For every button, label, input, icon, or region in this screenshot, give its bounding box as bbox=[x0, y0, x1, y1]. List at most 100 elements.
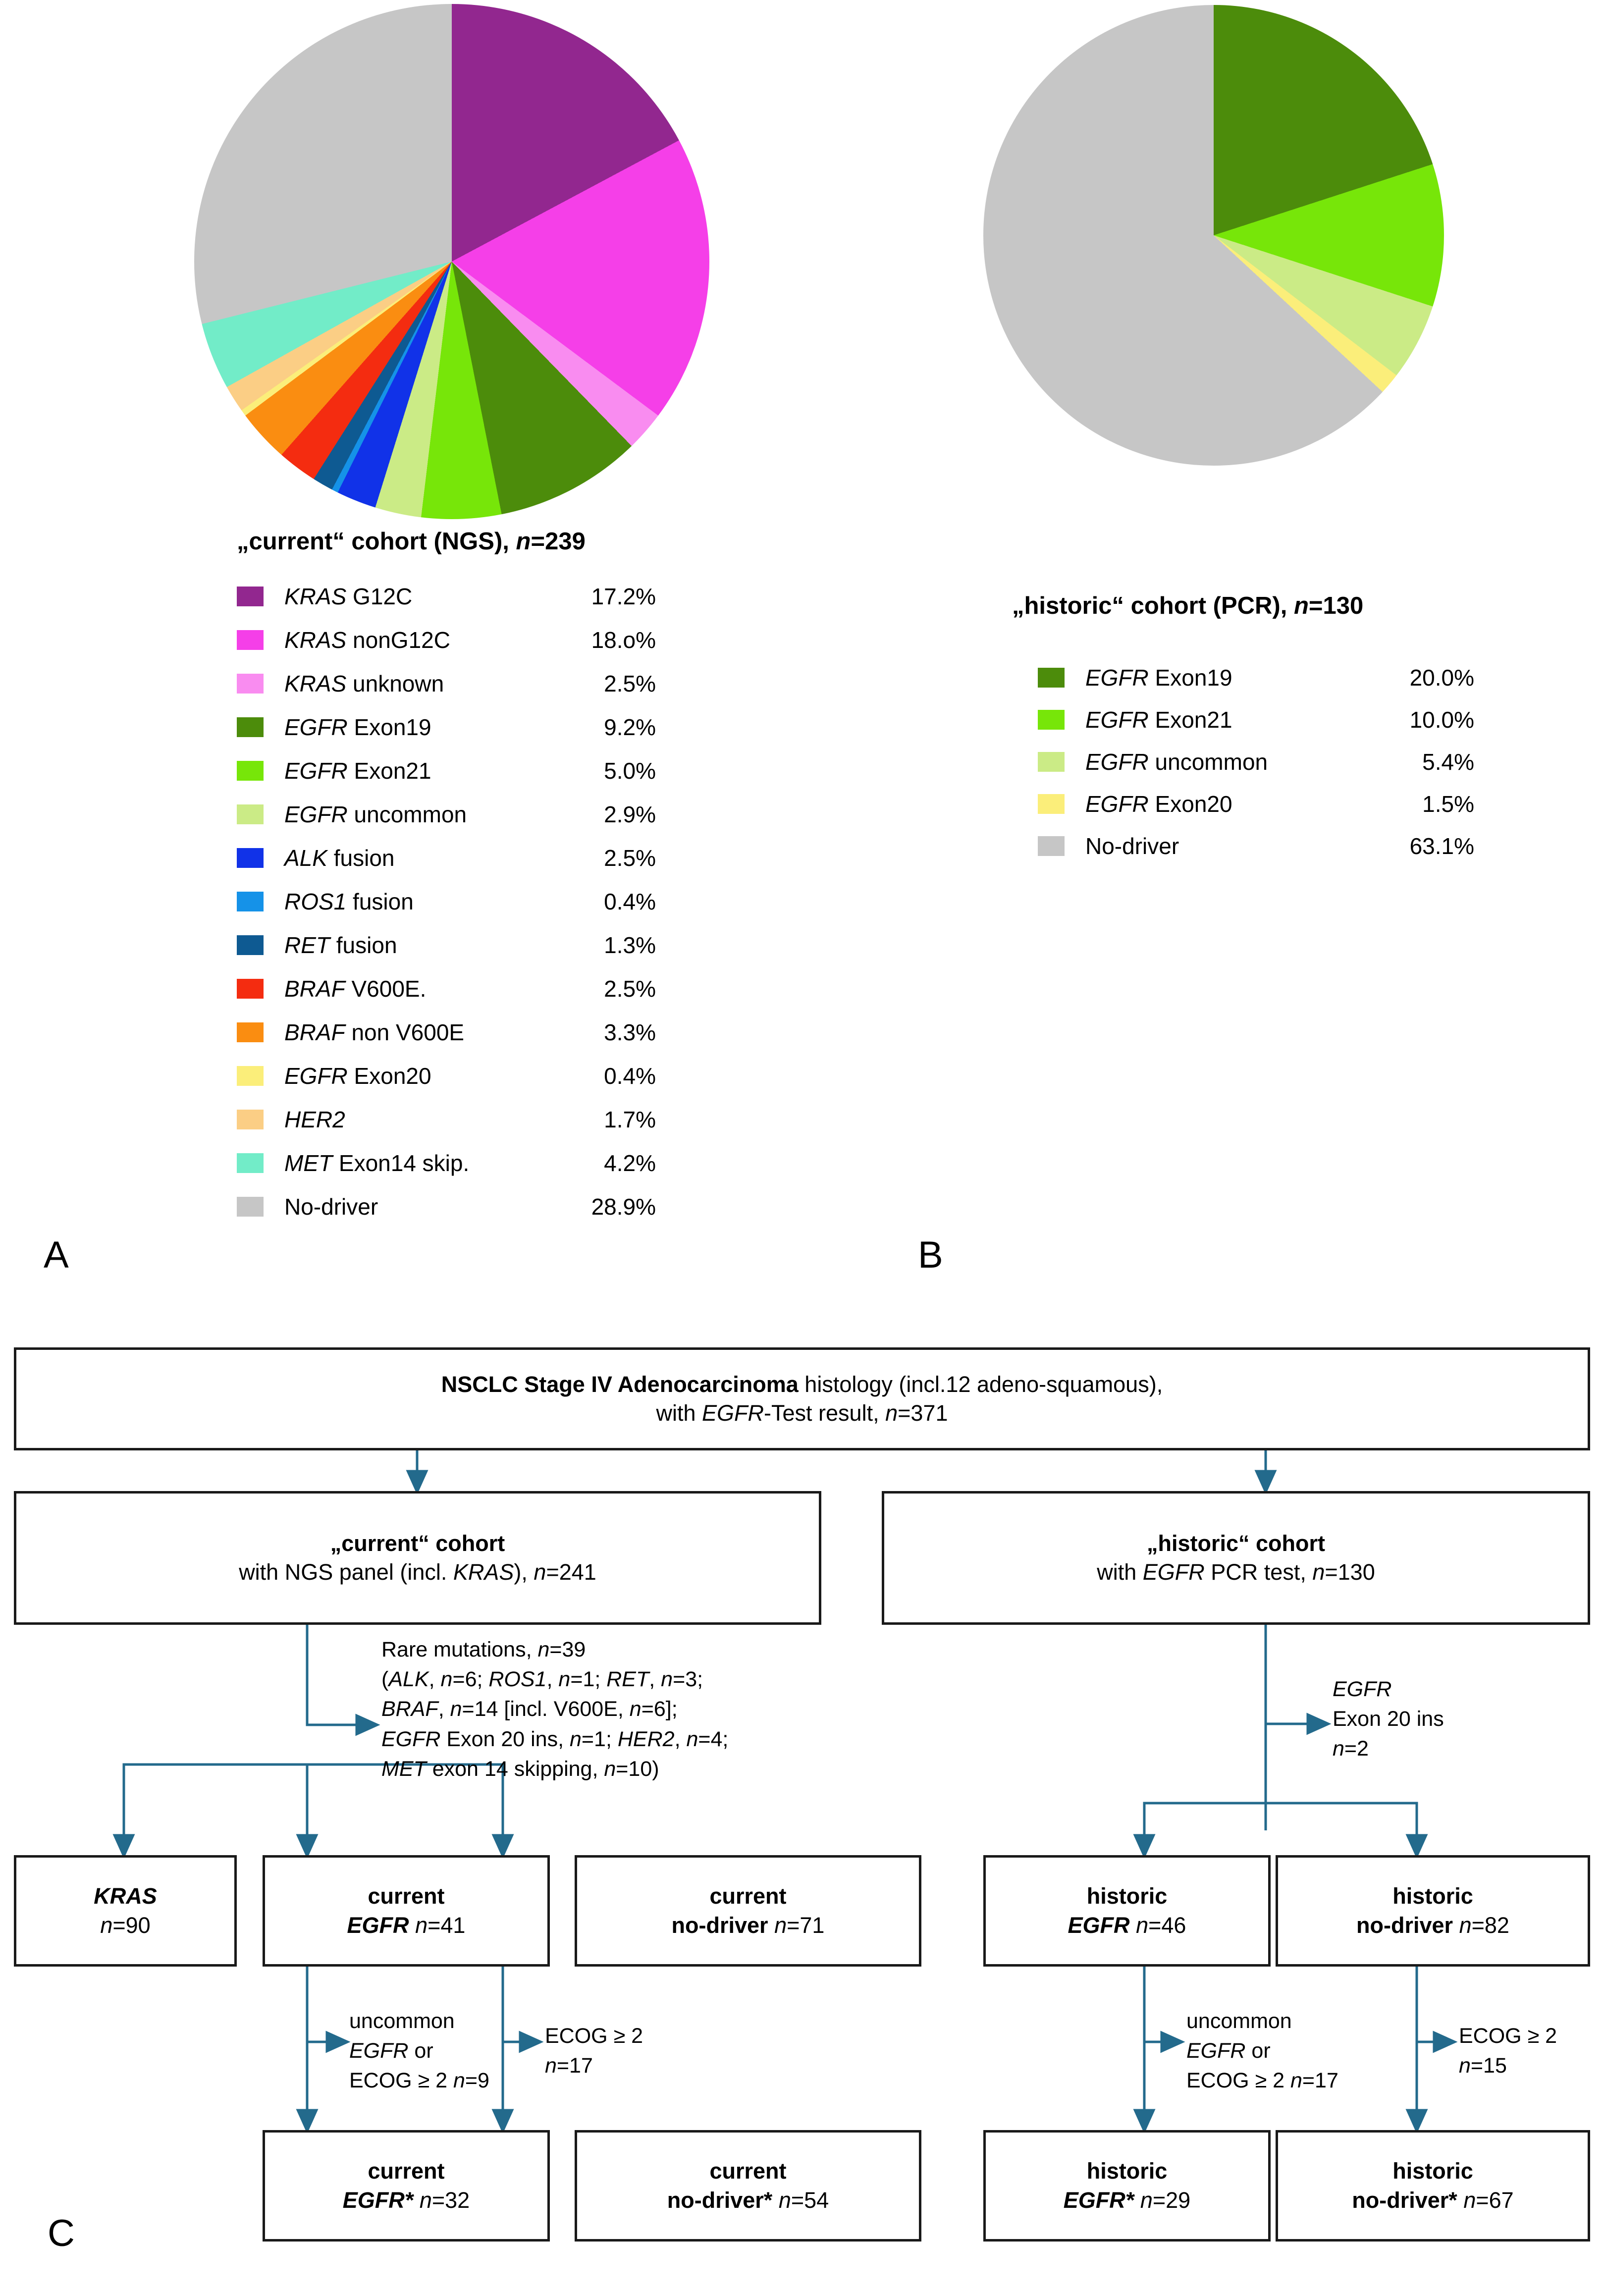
italic-n: n bbox=[1290, 2069, 1302, 2093]
italic-n: n bbox=[558, 1667, 571, 1692]
italic-n: n bbox=[450, 1697, 462, 1721]
note-line: EGFR or bbox=[349, 2039, 433, 2063]
historic-cohort-count: =130 bbox=[1325, 1559, 1375, 1585]
historic-egfr-star-n: n bbox=[1140, 2187, 1153, 2213]
legend-item-percent: 1.3% bbox=[604, 932, 656, 958]
pie-chart-historic-cohort bbox=[983, 5, 1444, 466]
box-current-nodriver: current no-driver n=71 bbox=[575, 1855, 921, 1967]
note-rare-mutations: Rare mutations, n=39 (ALK, n=6; ROS1, n=1… bbox=[381, 1635, 728, 1784]
legend-title-n-b: n bbox=[1293, 592, 1309, 619]
legend-item-percent: 2.9% bbox=[604, 801, 656, 827]
note-line: (ALK, n=6; ROS1, n=1; RET, n=3; bbox=[381, 1667, 703, 1692]
legend-title-text-a: „current“ cohort (NGS), bbox=[237, 528, 516, 555]
note-line: MET exon 14 skipping, n=10) bbox=[381, 1757, 659, 1781]
legend-gene-name: EGFR bbox=[1085, 791, 1149, 817]
italic-n: n bbox=[604, 1757, 616, 1781]
historic-nodriver-label: no-driver bbox=[1356, 1912, 1459, 1938]
legend-item: BRAF V600E.2.5% bbox=[237, 967, 656, 1011]
historic-nodriver-star-title: historic bbox=[1392, 2158, 1473, 2184]
italic-n: n bbox=[537, 1638, 550, 1661]
legend-swatch-icon bbox=[237, 892, 264, 911]
legend-swatch-icon bbox=[237, 979, 264, 999]
historic-egfr-star-count: =29 bbox=[1152, 2187, 1191, 2213]
legend-swatch-icon bbox=[237, 761, 264, 781]
gene-name: ROS1 bbox=[488, 1667, 547, 1692]
legend-swatch-icon bbox=[237, 587, 264, 606]
note-line: Rare mutations, n=39 bbox=[381, 1638, 586, 1661]
current-cohort-mid: ), bbox=[514, 1559, 534, 1585]
legend-item-percent: 2.5% bbox=[604, 976, 656, 1002]
box-root-cohort: NSCLC Stage IV Adenocarcinoma histology … bbox=[14, 1347, 1590, 1450]
italic-n: n bbox=[440, 1667, 453, 1692]
current-egfr-star-sp bbox=[413, 2188, 420, 2213]
gene-name: EGFR bbox=[349, 2039, 409, 2063]
legend-item-percent: 20.0% bbox=[1409, 664, 1474, 691]
legend-item-label: No-driver bbox=[1085, 833, 1179, 859]
legend-swatch-icon bbox=[237, 1110, 264, 1129]
gene-name: RET bbox=[606, 1667, 649, 1692]
historic-egfr-title: historic bbox=[1086, 1883, 1168, 1909]
legend-item-percent: 1.5% bbox=[1422, 791, 1474, 817]
current-egfr-title: current bbox=[368, 1883, 445, 1909]
note-line: uncommon bbox=[1186, 2009, 1292, 2033]
legend-swatch-icon bbox=[237, 1066, 264, 1086]
historic-nodriver-count: =82 bbox=[1471, 1912, 1509, 1938]
legend-item-percent: 5.4% bbox=[1422, 748, 1474, 775]
panel-letter-b: B bbox=[918, 1234, 943, 1276]
legend-title-current-cohort: „current“ cohort (NGS), n=239 bbox=[237, 528, 586, 555]
box-current-egfr: current EGFR n=41 bbox=[263, 1855, 550, 1967]
box-historic-nodriver: historic no-driver n=82 bbox=[1276, 1855, 1590, 1967]
legend-gene-name: EGFR bbox=[284, 1063, 348, 1089]
legend-swatch-icon bbox=[237, 1153, 264, 1173]
historic-nodriver-title: historic bbox=[1392, 1883, 1473, 1909]
legend-gene-name: KRAS bbox=[284, 584, 347, 609]
legend-gene-name: ROS1 bbox=[284, 889, 347, 914]
historic-egfr-star-title: historic bbox=[1086, 2158, 1168, 2184]
current-egfr-count: =41 bbox=[428, 1912, 466, 1938]
current-nodriver-title: current bbox=[709, 1883, 787, 1909]
note-line: EGFR or bbox=[1186, 2039, 1271, 2063]
box-current-egfr-star: current EGFR* n=32 bbox=[263, 2130, 550, 2242]
current-nodriver-star-title: current bbox=[709, 2158, 787, 2184]
legend-gene-name: EGFR bbox=[284, 714, 348, 740]
legend-swatch-icon bbox=[1038, 751, 1065, 772]
legend-item-label: BRAF non V600E bbox=[284, 1019, 465, 1045]
legend-item-label: EGFR Exon19 bbox=[284, 714, 431, 740]
legend-item-label: EGFR uncommon bbox=[284, 801, 467, 827]
note-line: EGFR bbox=[1333, 1674, 1444, 1704]
current-cohort-title: „current“ cohort bbox=[330, 1530, 505, 1556]
legend-item-percent: 3.3% bbox=[604, 1019, 656, 1045]
legend-item-percent: 2.5% bbox=[604, 845, 656, 871]
legend-item-label: EGFR Exon21 bbox=[1085, 706, 1232, 733]
legend-gene-name: KRAS bbox=[284, 671, 347, 696]
current-egfr-n: n bbox=[415, 1912, 428, 1938]
legend-item-label: EGFR Exon20 bbox=[1085, 791, 1232, 817]
root-line2-mid: -Test result, bbox=[764, 1400, 886, 1426]
legend-swatch-icon bbox=[237, 630, 264, 650]
current-egfr-sp bbox=[409, 1913, 416, 1938]
legend-item-label: HER2 bbox=[284, 1106, 562, 1133]
historic-egfr-star-sp bbox=[1134, 2188, 1140, 2213]
gene-name: ALK bbox=[388, 1667, 429, 1692]
legend-gene-name: EGFR bbox=[284, 801, 348, 827]
historic-nodriver-star-n: n bbox=[1463, 2187, 1476, 2213]
legend-swatch-icon bbox=[237, 717, 264, 737]
box-kras: KRAS n=90 bbox=[14, 1855, 237, 1967]
root-line1-rest: histology (incl.12 adeno-squamous), bbox=[798, 1371, 1163, 1397]
kras-count: =90 bbox=[112, 1912, 151, 1938]
current-nodriver-count: =71 bbox=[787, 1912, 825, 1938]
note-line: n=15 bbox=[1459, 2054, 1507, 2078]
legend-title-count-b: =130 bbox=[1308, 592, 1364, 619]
legend-title-count-a: =239 bbox=[531, 528, 586, 555]
